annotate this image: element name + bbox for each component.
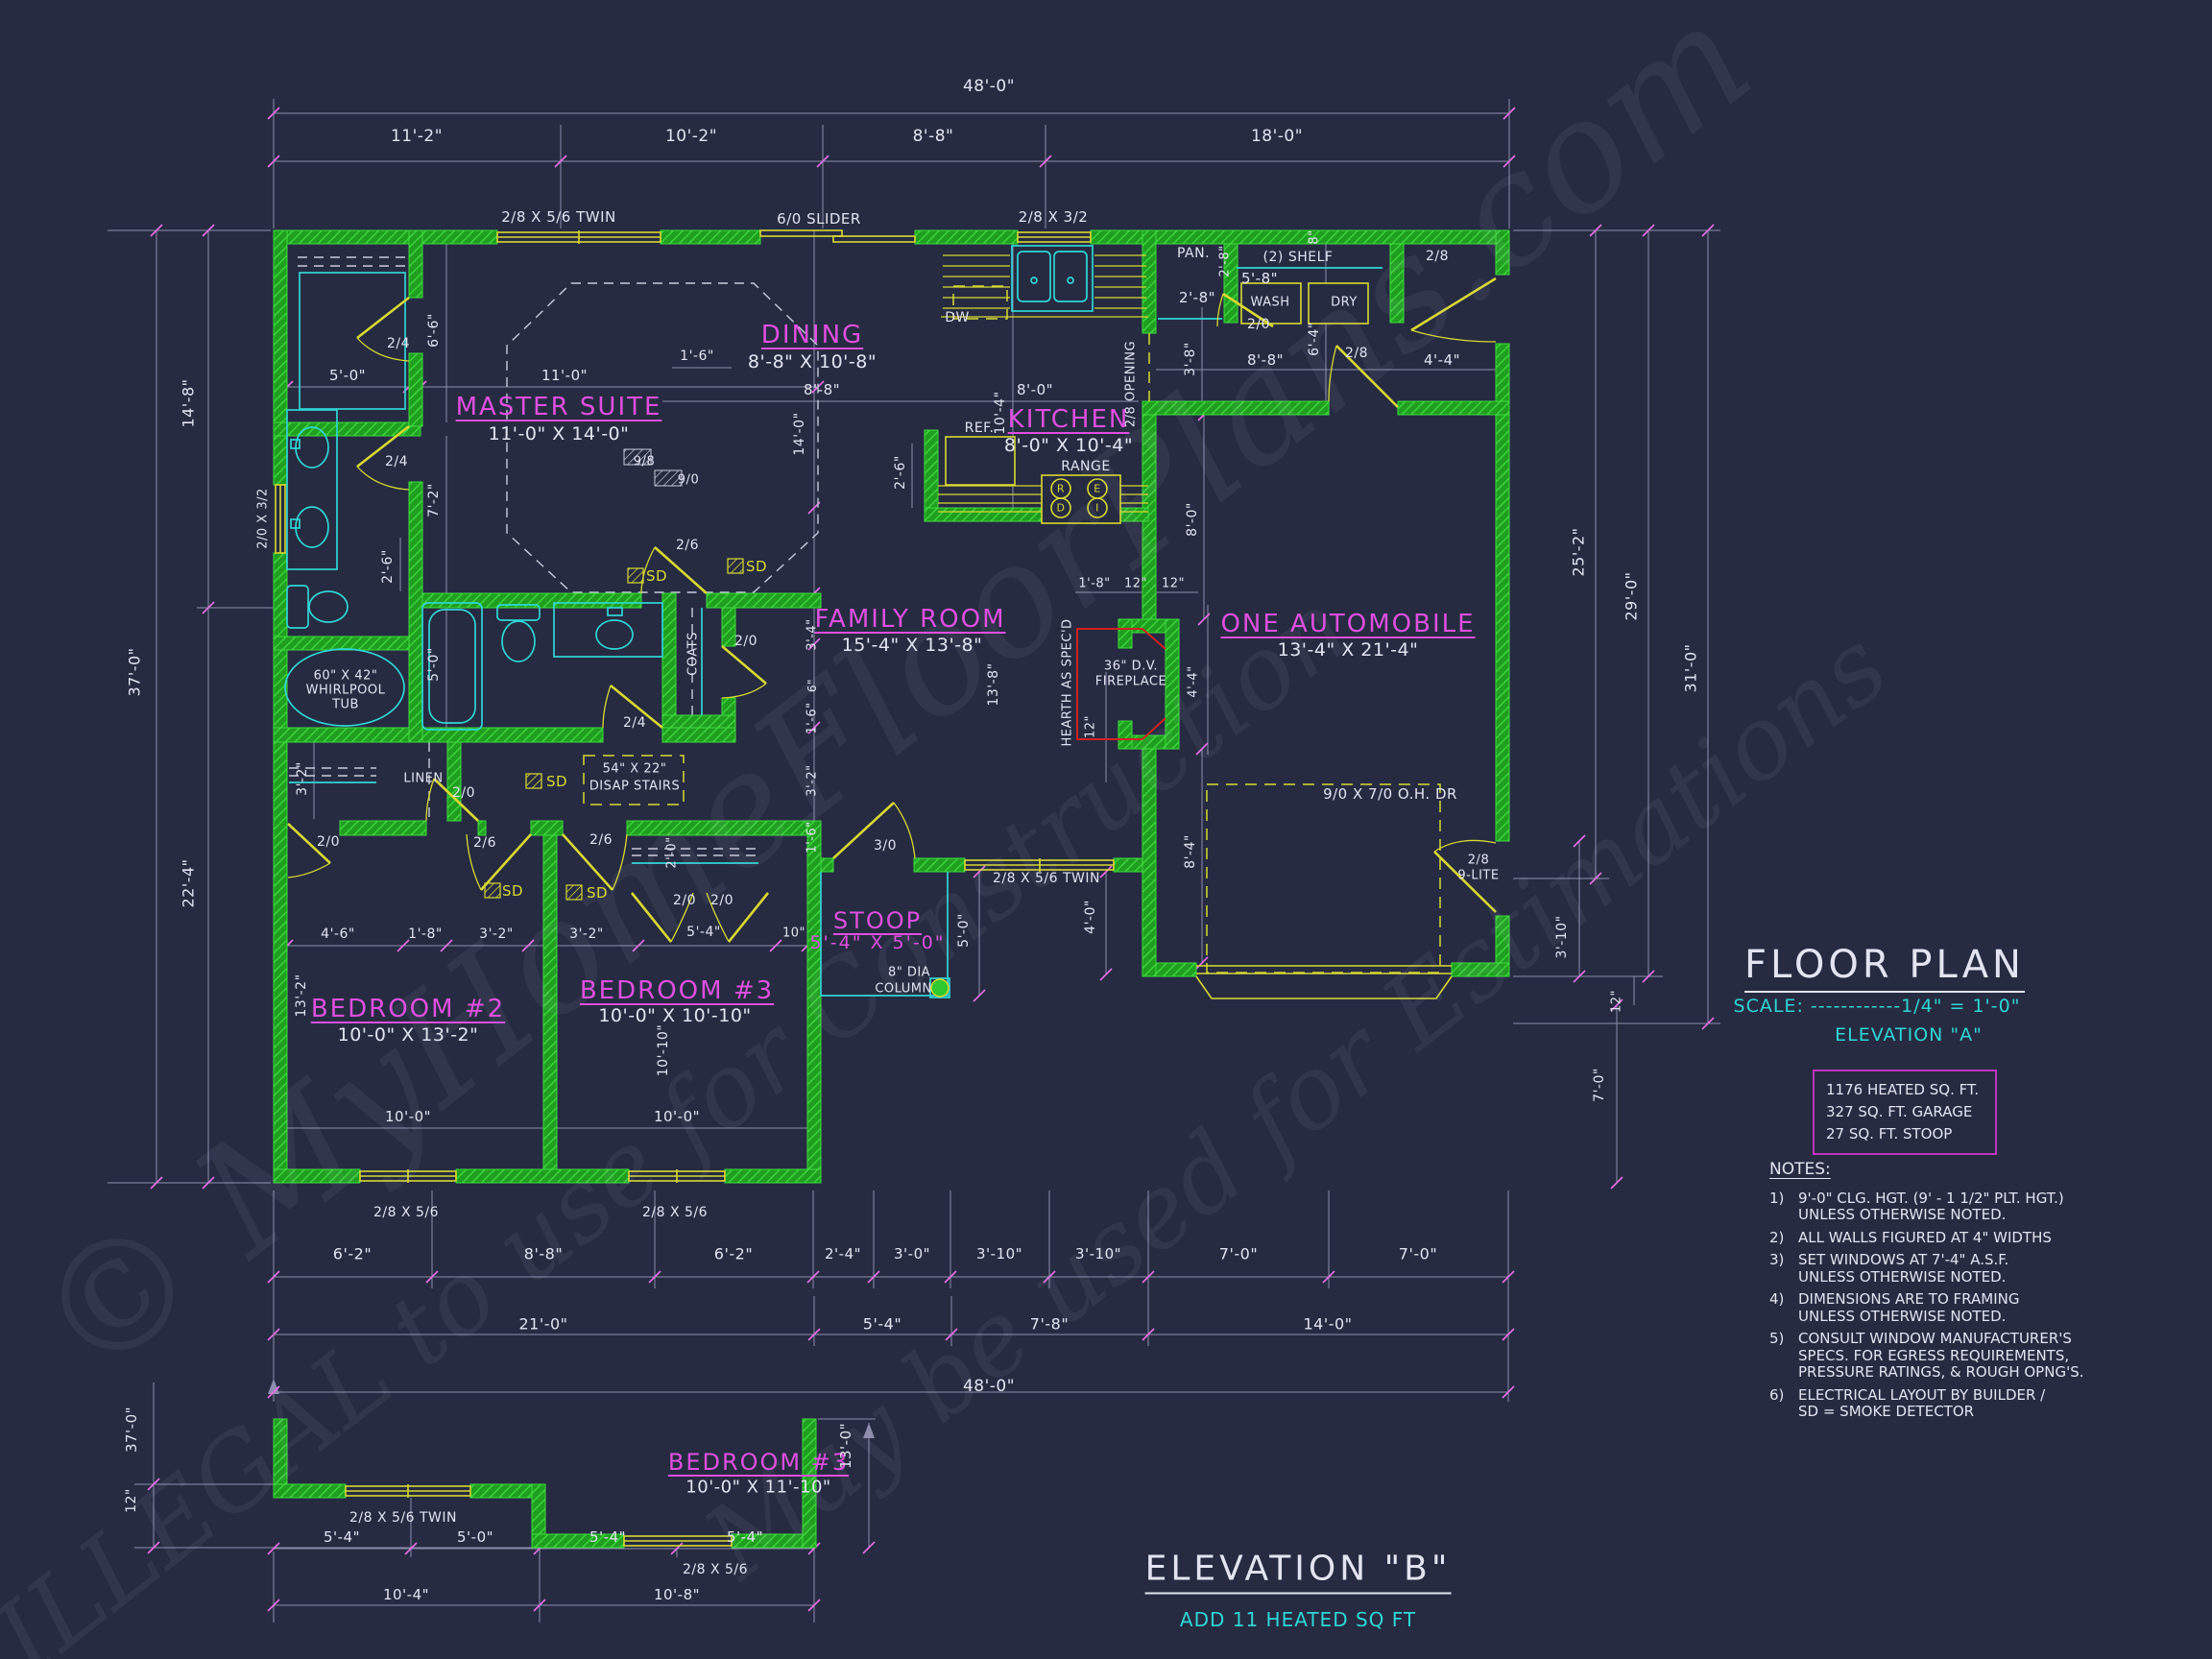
washer [1240, 282, 1302, 325]
elevation-b-title: ELEVATION "B" [1144, 1550, 1452, 1595]
garage-apron [1195, 975, 1453, 999]
notes-title: NOTES: [1769, 1160, 1831, 1179]
note-item: 2)ALL WALLS FIGURED AT 4" WIDTHS [1769, 1228, 2052, 1246]
refrigerator [945, 436, 1016, 486]
square-footage-box: 1176 HEATED SQ. FT. 327 SQ. FT. GARAGE 2… [1813, 1070, 1997, 1155]
bath2-vanity [553, 602, 663, 658]
dashed-lines [289, 256, 819, 856]
attic-access-marks [623, 448, 683, 487]
windows [275, 229, 1452, 1547]
notes-list: 1)9'-0" CLG. HGT. (9' - 1 1/2" PLT. HGT.… [1769, 1190, 2192, 1421]
notes-block: NOTES: 1)9'-0" CLG. HGT. (9' - 1 1/2" PL… [1769, 1160, 2192, 1427]
doors [287, 276, 1497, 943]
bath2-tub [421, 602, 483, 731]
dimension-lines [108, 99, 1720, 1623]
elevation-note: ELEVATION "A" [1835, 1024, 1983, 1046]
elevation-b-subtitle: ADD 11 HEATED SQ FT [1179, 1608, 1417, 1631]
smoke-detectors [484, 558, 744, 901]
master-closet-shelf [299, 272, 406, 410]
scale-note: SCALE: ------------1/4" = 1'-0" [1733, 996, 2021, 1017]
porch-column [930, 978, 950, 998]
fireplace-hearth [1076, 628, 1166, 740]
garage-sqft: 327 SQ. FT. GARAGE [1826, 1103, 1973, 1120]
plumbing-fixtures [284, 245, 1382, 998]
note-item: 1)9'-0" CLG. HGT. (9' - 1 1/2" PLT. HGT.… [1769, 1189, 2064, 1223]
dimension-ticks [147, 107, 1715, 1612]
appliances [945, 282, 1369, 524]
walls [273, 229, 1510, 1549]
bath2-toilet [496, 604, 541, 621]
column-base [929, 977, 950, 998]
heated-sqft: 1176 HEATED SQ. FT. [1826, 1081, 1980, 1098]
note-item: 6)ELECTRICAL LAYOUT BY BUILDER /SD = SMO… [1769, 1385, 2046, 1420]
stoop-outline [820, 872, 949, 997]
master-vanity [286, 409, 338, 570]
dishwasher [952, 285, 1008, 320]
dryer [1308, 282, 1369, 325]
floor-plan-title: FLOOR PLAN [1744, 943, 2025, 993]
overhead-door [1206, 783, 1441, 974]
whirlpool-tub [284, 648, 405, 727]
yellow-dashed [583, 285, 1441, 974]
note-item: 3)SET WINDOWS AT 7'-4" A.S.F.UNLESS OTHE… [1769, 1251, 2009, 1286]
trey-ceiling-octagon [506, 282, 819, 593]
kitchen-sink [1011, 245, 1094, 312]
stoop-sqft: 27 SQ. FT. STOOP [1826, 1125, 1953, 1142]
disappearing-stairs [583, 755, 685, 805]
master-toilet [286, 585, 309, 629]
